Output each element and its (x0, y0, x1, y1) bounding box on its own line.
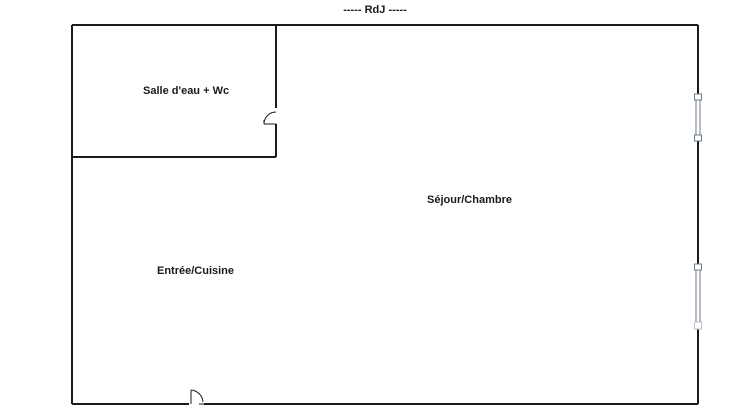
entry-door-arc (190, 389, 204, 403)
bathroom-door-arc (263, 111, 277, 125)
room-label-entry: Entrée/Cuisine (157, 265, 235, 277)
room-label-bathroom: Salle d'eau + Wc (143, 85, 230, 97)
window-lower-top-jamb (694, 263, 702, 271)
bathroom-partition (72, 25, 277, 158)
level-title: ----- RdJ ----- (343, 4, 407, 16)
window-upper (694, 93, 702, 142)
window-lower (694, 263, 702, 330)
outer-walls (71, 24, 699, 405)
room-label-living: Séjour/Chambre (427, 194, 512, 206)
window-upper-top-jamb (694, 93, 702, 101)
window-lower-bottom-jamb (694, 321, 702, 330)
bathroom-door (263, 111, 277, 125)
entry-door (190, 389, 204, 405)
window-upper-bottom-jamb (694, 134, 702, 142)
